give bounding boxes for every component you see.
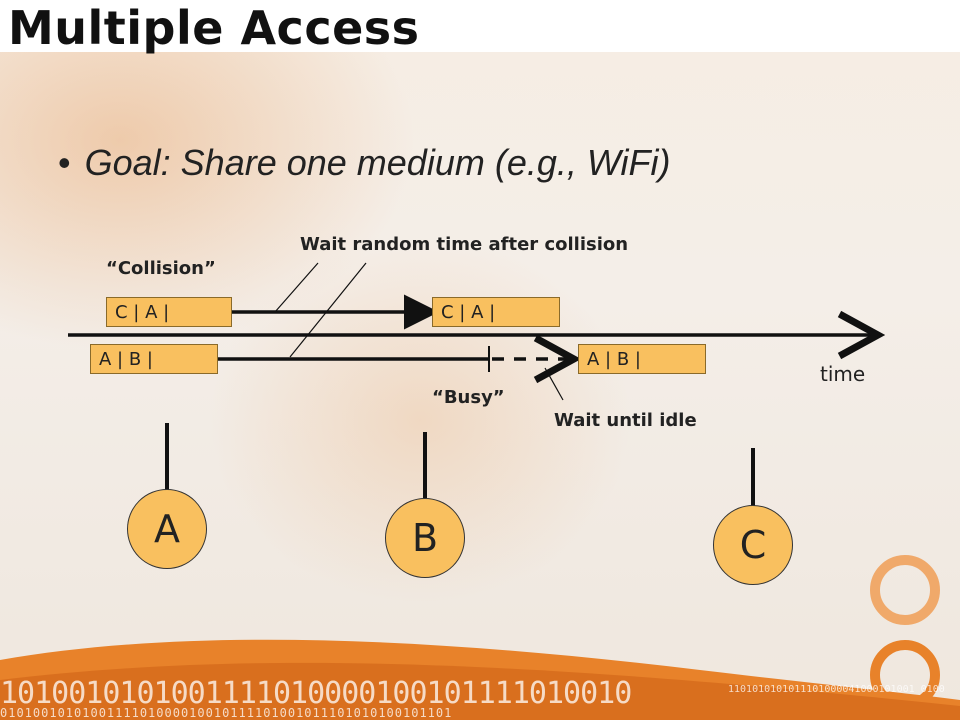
bullet-goal: • Goal: Share one medium (e.g., WiFi) (58, 142, 671, 184)
node-a-antenna (165, 423, 169, 491)
decor-binary-line-1: 1010010101001111010000100101111010010 (0, 676, 632, 711)
bullet-text: Goal: Share one medium (e.g., WiFi) (84, 142, 671, 183)
label-collision: “Collision” (106, 258, 216, 279)
node-b-antenna (423, 432, 427, 498)
callout-line-2 (289, 262, 367, 358)
title-bar (0, 0, 960, 52)
decor-ring-top (870, 555, 940, 625)
decor-binary-small: 1101010101011101000041000101001 0100 (728, 684, 945, 695)
node-a: A (127, 489, 207, 569)
label-wait-random: Wait random time after collision (300, 234, 629, 255)
decor-wave-dark (0, 662, 960, 720)
frame-a-second: A | B | (578, 344, 706, 374)
label-busy: “Busy” (432, 387, 505, 408)
node-c-antenna (751, 448, 755, 514)
frame-a-first: A | B | (90, 344, 218, 374)
label-wait-idle: Wait until idle (554, 410, 697, 431)
decor-binary-line-2: 0101001010100111101000010010111101001011… (0, 706, 453, 720)
node-b: B (385, 498, 465, 578)
frame-c-first: C | A | (106, 297, 232, 327)
frame-c-second: C | A | (432, 297, 560, 327)
callout-line-1 (274, 262, 319, 313)
bullet-marker: • (58, 142, 71, 183)
slide-title: Multiple Access (8, 1, 420, 55)
callout-line-idle (544, 367, 564, 401)
label-time: time (820, 362, 866, 386)
node-c: C (713, 505, 793, 585)
